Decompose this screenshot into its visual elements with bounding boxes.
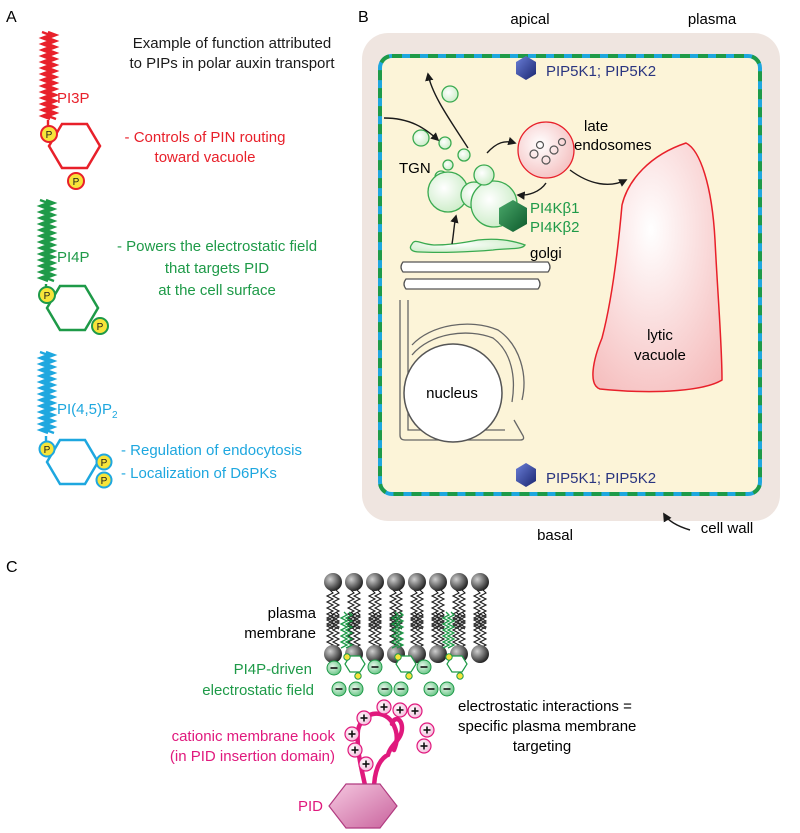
phosphate-label: P bbox=[73, 177, 80, 188]
cell-wall-arrow bbox=[663, 512, 691, 531]
late-endosomes-label-line1: late bbox=[584, 118, 608, 135]
lipid-head bbox=[324, 573, 342, 591]
pi3p-function-line1: - Controls of PIN routing bbox=[125, 129, 286, 146]
golgi-label: golgi bbox=[530, 245, 562, 262]
interaction-label-line3: targeting bbox=[513, 738, 571, 755]
pip5k-bottom-label: PIP5K1; PIP5K2 bbox=[546, 470, 656, 487]
apical-label: apical bbox=[510, 11, 549, 28]
late-endosome bbox=[517, 121, 575, 179]
lipid-bilayer bbox=[324, 573, 489, 680]
plasma-membrane bbox=[378, 54, 762, 496]
lipid-head bbox=[366, 645, 384, 663]
phosphate-label: P bbox=[101, 476, 108, 487]
lipid-head bbox=[408, 573, 426, 591]
cell-wall-label: cell wall bbox=[701, 520, 754, 537]
plasma-membrane-label-line1: plasma bbox=[688, 11, 737, 28]
basal-label: basal bbox=[537, 527, 573, 544]
c-membrane-label-line1: plasma bbox=[268, 605, 317, 622]
pi3p-molecule: P P bbox=[38, 30, 102, 190]
pip5k-top-icon bbox=[516, 56, 536, 80]
panel-a-heading-line1: Example of function attributed bbox=[133, 35, 331, 52]
tgn-label: TGN bbox=[399, 160, 431, 177]
pi4k-icon bbox=[499, 200, 527, 232]
lipid-head bbox=[429, 645, 447, 663]
panel-a-label: A bbox=[6, 9, 17, 26]
lipid-head bbox=[324, 645, 342, 663]
interaction-label-line1: electrostatic interactions = bbox=[458, 698, 632, 715]
lipid-head bbox=[429, 573, 447, 591]
pi45p2-function-line2: - Localization of D6PKs bbox=[121, 465, 277, 482]
interaction-label-line2: specific plasma membrane bbox=[458, 718, 636, 735]
hook-label-line1: cationic membrane hook bbox=[172, 728, 336, 745]
lipid-head bbox=[471, 573, 489, 591]
tgn-vesicles bbox=[412, 85, 518, 228]
c-membrane-label-line2: membrane bbox=[244, 625, 316, 642]
late-endosomes-label-line2: endosomes bbox=[574, 137, 652, 154]
field-label-line2: electrostatic field bbox=[202, 682, 314, 699]
pip5k-bottom-icon bbox=[516, 463, 536, 487]
nucleus bbox=[403, 343, 503, 443]
trafficking-arrows bbox=[383, 72, 628, 245]
hook-label-line2: (in PID insertion domain) bbox=[170, 748, 335, 765]
field-label-line1: PI4P-driven bbox=[234, 661, 312, 678]
golgi bbox=[400, 238, 551, 290]
lytic-vacuole-label-line2: vacuole bbox=[634, 347, 686, 364]
panel-a-heading-line2: to PIPs in polar auxin transport bbox=[129, 55, 335, 72]
phosphate-label: P bbox=[46, 130, 53, 141]
pi4p-label: PI4P bbox=[57, 249, 90, 266]
lipid-head bbox=[450, 573, 468, 591]
pid-label: PID bbox=[298, 798, 323, 815]
phosphate-label: P bbox=[97, 322, 104, 333]
pi45p2-molecule: P P P bbox=[36, 350, 113, 489]
lytic-vacuole bbox=[592, 142, 723, 393]
lipid-head bbox=[366, 573, 384, 591]
pip5k-top-label: PIP5K1; PIP5K2 bbox=[546, 63, 656, 80]
panel-c-label: C bbox=[6, 559, 18, 576]
lipid-head bbox=[471, 645, 489, 663]
pi3p-function-line2: toward vacuole bbox=[155, 149, 256, 166]
pi4p-function-line3: at the cell surface bbox=[158, 282, 276, 299]
pi4p-function-line2: that targets PID bbox=[165, 260, 269, 277]
panel-b-label: B bbox=[358, 9, 369, 26]
lytic-vacuole-label-line1: lytic bbox=[647, 327, 673, 344]
pi45p2-label: PI(4,5)P2 bbox=[57, 401, 118, 421]
pi4k-label-line2: PI4Kβ2 bbox=[530, 219, 580, 236]
phosphate-label: P bbox=[101, 458, 108, 469]
pi4p-molecule: P P bbox=[36, 198, 109, 335]
negative-charges bbox=[326, 659, 455, 697]
lipid-head bbox=[387, 573, 405, 591]
pid-protein bbox=[328, 783, 398, 829]
lipid-head bbox=[345, 573, 363, 591]
nucleus-label: nucleus bbox=[426, 385, 478, 402]
phosphate-label: P bbox=[44, 445, 51, 456]
positive-charges bbox=[344, 699, 435, 772]
pi4p-function-line1: - Powers the electrostatic field bbox=[117, 238, 317, 255]
pi3p-label: PI3P bbox=[57, 90, 90, 107]
pi4k-label-line1: PI4Kβ1 bbox=[530, 200, 580, 217]
phosphate-label: P bbox=[44, 291, 51, 302]
pi45p2-function-line1: - Regulation of endocytosis bbox=[121, 442, 302, 459]
